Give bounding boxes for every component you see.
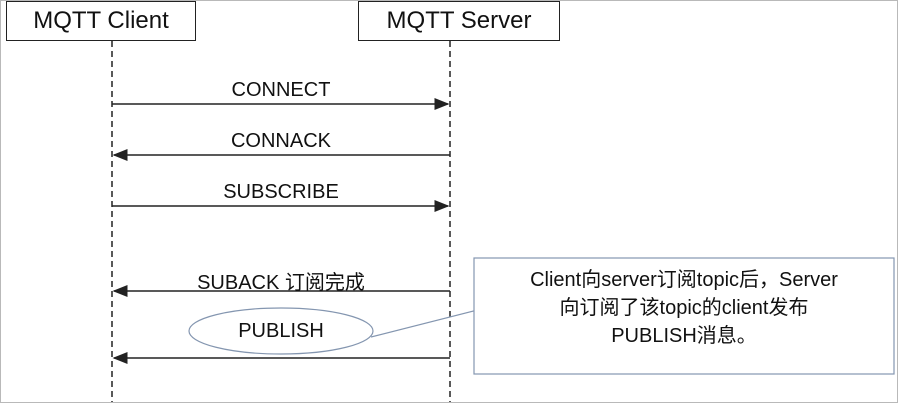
note-line-1: Client向server订阅topic后，Server (530, 269, 838, 291)
note-line-3: PUBLISH消息。 (611, 325, 757, 347)
connack-label: CONNACK (230, 130, 331, 152)
client-actor-box: MQTT Client (6, 1, 196, 41)
note-text: Client向server订阅topic后，Server 向订阅了该topic的… (474, 258, 894, 374)
server-actor-box: MQTT Server (358, 1, 560, 41)
connect-label: CONNECT (231, 79, 331, 101)
publish-ellipse (188, 307, 374, 355)
note-box (473, 257, 895, 375)
note-line-2: 向订阅了该topic的client发布 (559, 297, 809, 319)
publish-label: PUBLISH (238, 320, 324, 342)
subscribe-label: SUBSCRIBE (223, 181, 339, 203)
suback-label: SUBACK 订阅完成 (197, 272, 365, 294)
server-actor-label: MQTT Server (386, 7, 532, 34)
client-actor-label: MQTT Client (33, 7, 169, 34)
